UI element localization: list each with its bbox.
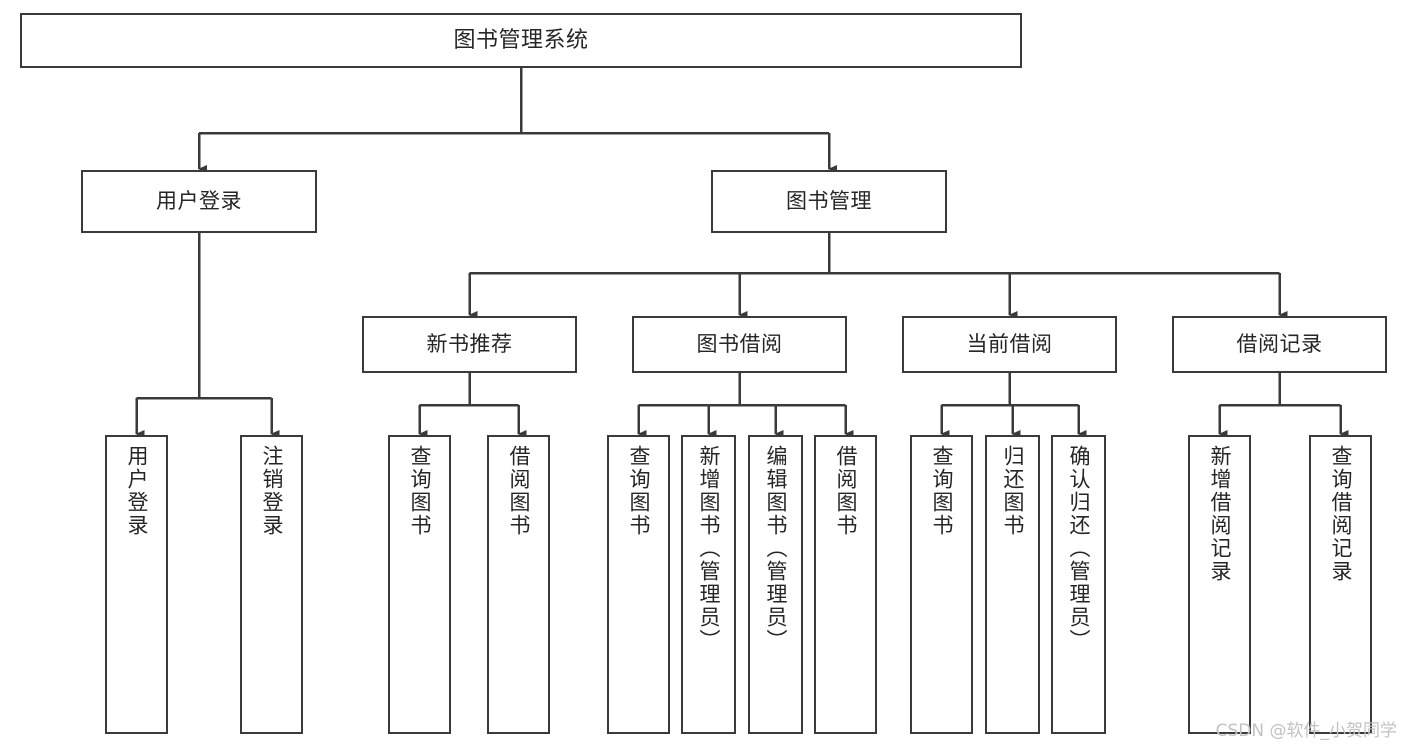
node-label: 查询图书	[930, 445, 954, 537]
leaf-add-borrow-record[interactable]: 新增借阅记录	[1188, 435, 1251, 734]
node-label: 当前借阅	[966, 332, 1053, 357]
node-label: 图书管理系统	[453, 27, 589, 53]
node-label: 归还图书	[1001, 445, 1025, 537]
node-label: 查询图书	[627, 445, 651, 537]
leaf-logout[interactable]: 注销登录	[240, 435, 303, 734]
node-label: 新增图书（管理员）	[697, 445, 721, 652]
node-book-borrow[interactable]: 图书借阅	[632, 316, 847, 373]
csdn-watermark: CSDN @软件_小贺同学	[1215, 721, 1397, 741]
leaf-user-login[interactable]: 用户登录	[105, 435, 168, 734]
node-label: 编辑图书（管理员）	[764, 445, 788, 652]
node-label: 新书推荐	[426, 332, 513, 357]
leaf-confirm-return[interactable]: 确认归还（管理员）	[1051, 435, 1106, 734]
node-label: 借阅记录	[1236, 332, 1323, 357]
leaf-edit-book[interactable]: 编辑图书（管理员）	[748, 435, 803, 734]
leaf-add-book[interactable]: 新增图书（管理员）	[681, 435, 736, 734]
node-user-login[interactable]: 用户登录	[81, 170, 317, 233]
node-label: 查询图书	[408, 445, 432, 537]
leaf-query-book-1[interactable]: 查询图书	[388, 435, 451, 734]
node-borrow-record[interactable]: 借阅记录	[1172, 316, 1387, 373]
leaf-query-borrow-record[interactable]: 查询借阅记录	[1309, 435, 1372, 734]
node-label: 图书借阅	[696, 332, 783, 357]
leaf-query-book-3[interactable]: 查询图书	[910, 435, 973, 734]
node-label: 用户登录	[156, 189, 242, 214]
node-label: 查询借阅记录	[1329, 445, 1353, 583]
node-label: 借阅图书	[507, 445, 531, 537]
node-root-system[interactable]: 图书管理系统	[20, 13, 1022, 68]
node-label: 确认归还（管理员）	[1067, 445, 1091, 652]
node-current-borrow[interactable]: 当前借阅	[902, 316, 1117, 373]
node-label: 借阅图书	[834, 445, 858, 537]
leaf-return-book[interactable]: 归还图书	[985, 435, 1040, 734]
node-label: 新增借阅记录	[1208, 445, 1232, 583]
node-new-book-recommend[interactable]: 新书推荐	[362, 316, 577, 373]
node-book-manage[interactable]: 图书管理	[711, 170, 947, 233]
node-label: 用户登录	[125, 445, 149, 537]
edge-paths	[135, 68, 1349, 438]
node-label: 注销登录	[260, 445, 284, 537]
leaf-query-book-2[interactable]: 查询图书	[607, 435, 670, 734]
leaf-borrow-book-2[interactable]: 借阅图书	[814, 435, 877, 734]
leaf-borrow-book-1[interactable]: 借阅图书	[487, 435, 550, 734]
node-label: 图书管理	[786, 189, 872, 214]
